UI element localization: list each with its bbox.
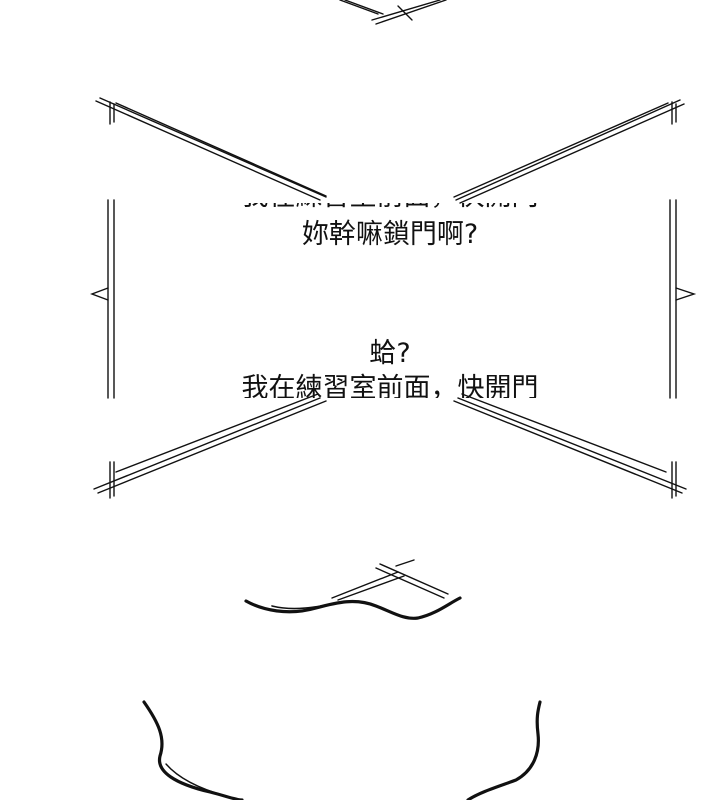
speech-line-cut-top: 我在練習室前面，快開門 [110, 203, 670, 212]
speech-line-cut-top-clip: 我在練習室前面，快開門 [110, 203, 670, 212]
speech-line-cut-bottom-clip: 我在練習室前面，快開門 [110, 372, 670, 398]
hair-stroke-lower-inner [165, 763, 227, 797]
speech-line-cut-bottom: 我在練習室前面，快開門 [241, 373, 539, 398]
hair-stroke-upper-thin [271, 601, 345, 610]
hair-stroke-lower [142, 700, 542, 800]
speech-frame [90, 97, 697, 499]
speech-line-huh: 蛤? [369, 338, 411, 369]
frame-fragment-top [339, 0, 447, 25]
frame-fragment-bottom [331, 559, 449, 601]
speech-line-question: 妳幹嘛鎖門啊? [301, 219, 479, 250]
hair-stroke-upper [244, 596, 462, 620]
